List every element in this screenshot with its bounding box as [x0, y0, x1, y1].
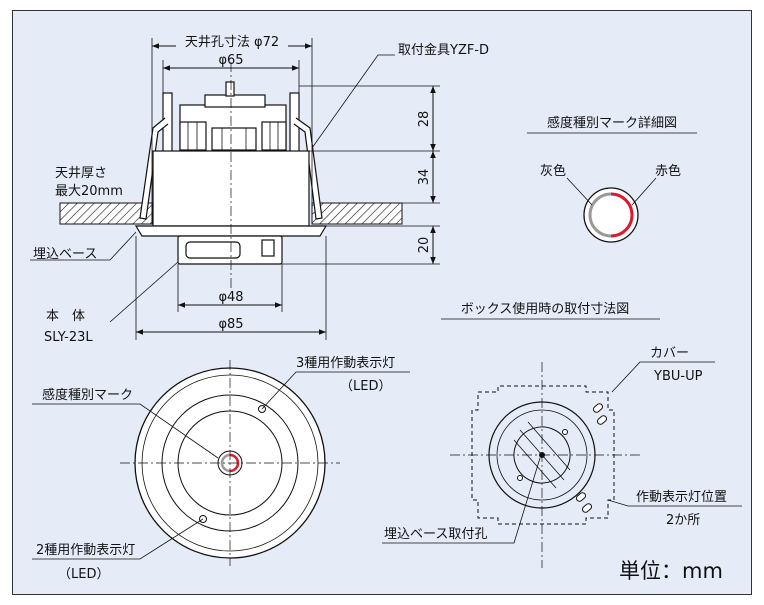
dim-34-label: 34 [417, 169, 432, 186]
cover-leader [611, 361, 715, 393]
spring-right [293, 117, 323, 220]
bracket-leader [311, 54, 395, 149]
led3-label: 3種用作動表示灯 [296, 355, 395, 371]
side-view [30, 34, 440, 340]
bracket-label: 取付金具YZF-D [398, 42, 489, 58]
indicator-leader [607, 499, 742, 507]
ceiling-hole-label: 天井孔寸法 φ72 [185, 35, 279, 50]
spring-left [139, 117, 169, 220]
mark-detail-title: 感度種別マーク詳細図 [547, 115, 677, 131]
led2-leader [32, 518, 204, 560]
base-hole-label: 埋込ベース取付孔 [384, 527, 487, 542]
ceiling-right [311, 202, 403, 225]
embed-leader [30, 231, 137, 261]
box-view [382, 318, 742, 568]
body-leader [109, 261, 179, 323]
led3-leader [261, 371, 410, 410]
ceiling-thickness-max: 最大20mm [55, 184, 123, 199]
mark-detail [527, 132, 697, 243]
mark-gray-arc [588, 192, 612, 238]
indicator-count-label: 2か所 [666, 513, 700, 528]
base-hole-leader [382, 457, 541, 544]
indicator-pos-label: 作動表示灯位置 [636, 490, 727, 505]
dim-20-label: 20 [417, 237, 432, 254]
ceiling-thickness-label: 天井厚さ [55, 166, 107, 181]
ceiling-left [59, 202, 153, 225]
gray-label: 灰色 [540, 163, 566, 179]
cover-label: カバー [650, 346, 689, 361]
dim-65-label: φ65 [218, 53, 243, 68]
box-title: ボックス使用時の取付寸法図 [461, 301, 630, 317]
dim-48-label: φ48 [218, 290, 243, 305]
led2-sub-label: （LED） [58, 567, 109, 582]
body-label: 本 体 [46, 309, 85, 324]
dim-85-label: φ85 [218, 317, 243, 332]
sens-mark-label: 感度種別マーク [42, 387, 133, 403]
sens-mark-leader [32, 403, 219, 459]
dim-28-label: 28 [417, 111, 432, 128]
led3-sub-label: （LED） [340, 379, 391, 394]
mark-red-arc [610, 192, 634, 238]
model-label: SLY-23L [44, 330, 93, 345]
diagram-frame [12, 10, 752, 595]
led2-label: 2種用作動表示灯 [36, 542, 135, 558]
terminal-block [179, 81, 287, 152]
cover-model: YBU-UP [653, 369, 703, 384]
embed-base-label: 埋込ベース [33, 247, 97, 262]
front-view [32, 360, 410, 566]
box-outline [471, 385, 615, 525]
red-label: 赤色 [655, 163, 681, 179]
unit-label: 単位：mm [619, 559, 723, 583]
